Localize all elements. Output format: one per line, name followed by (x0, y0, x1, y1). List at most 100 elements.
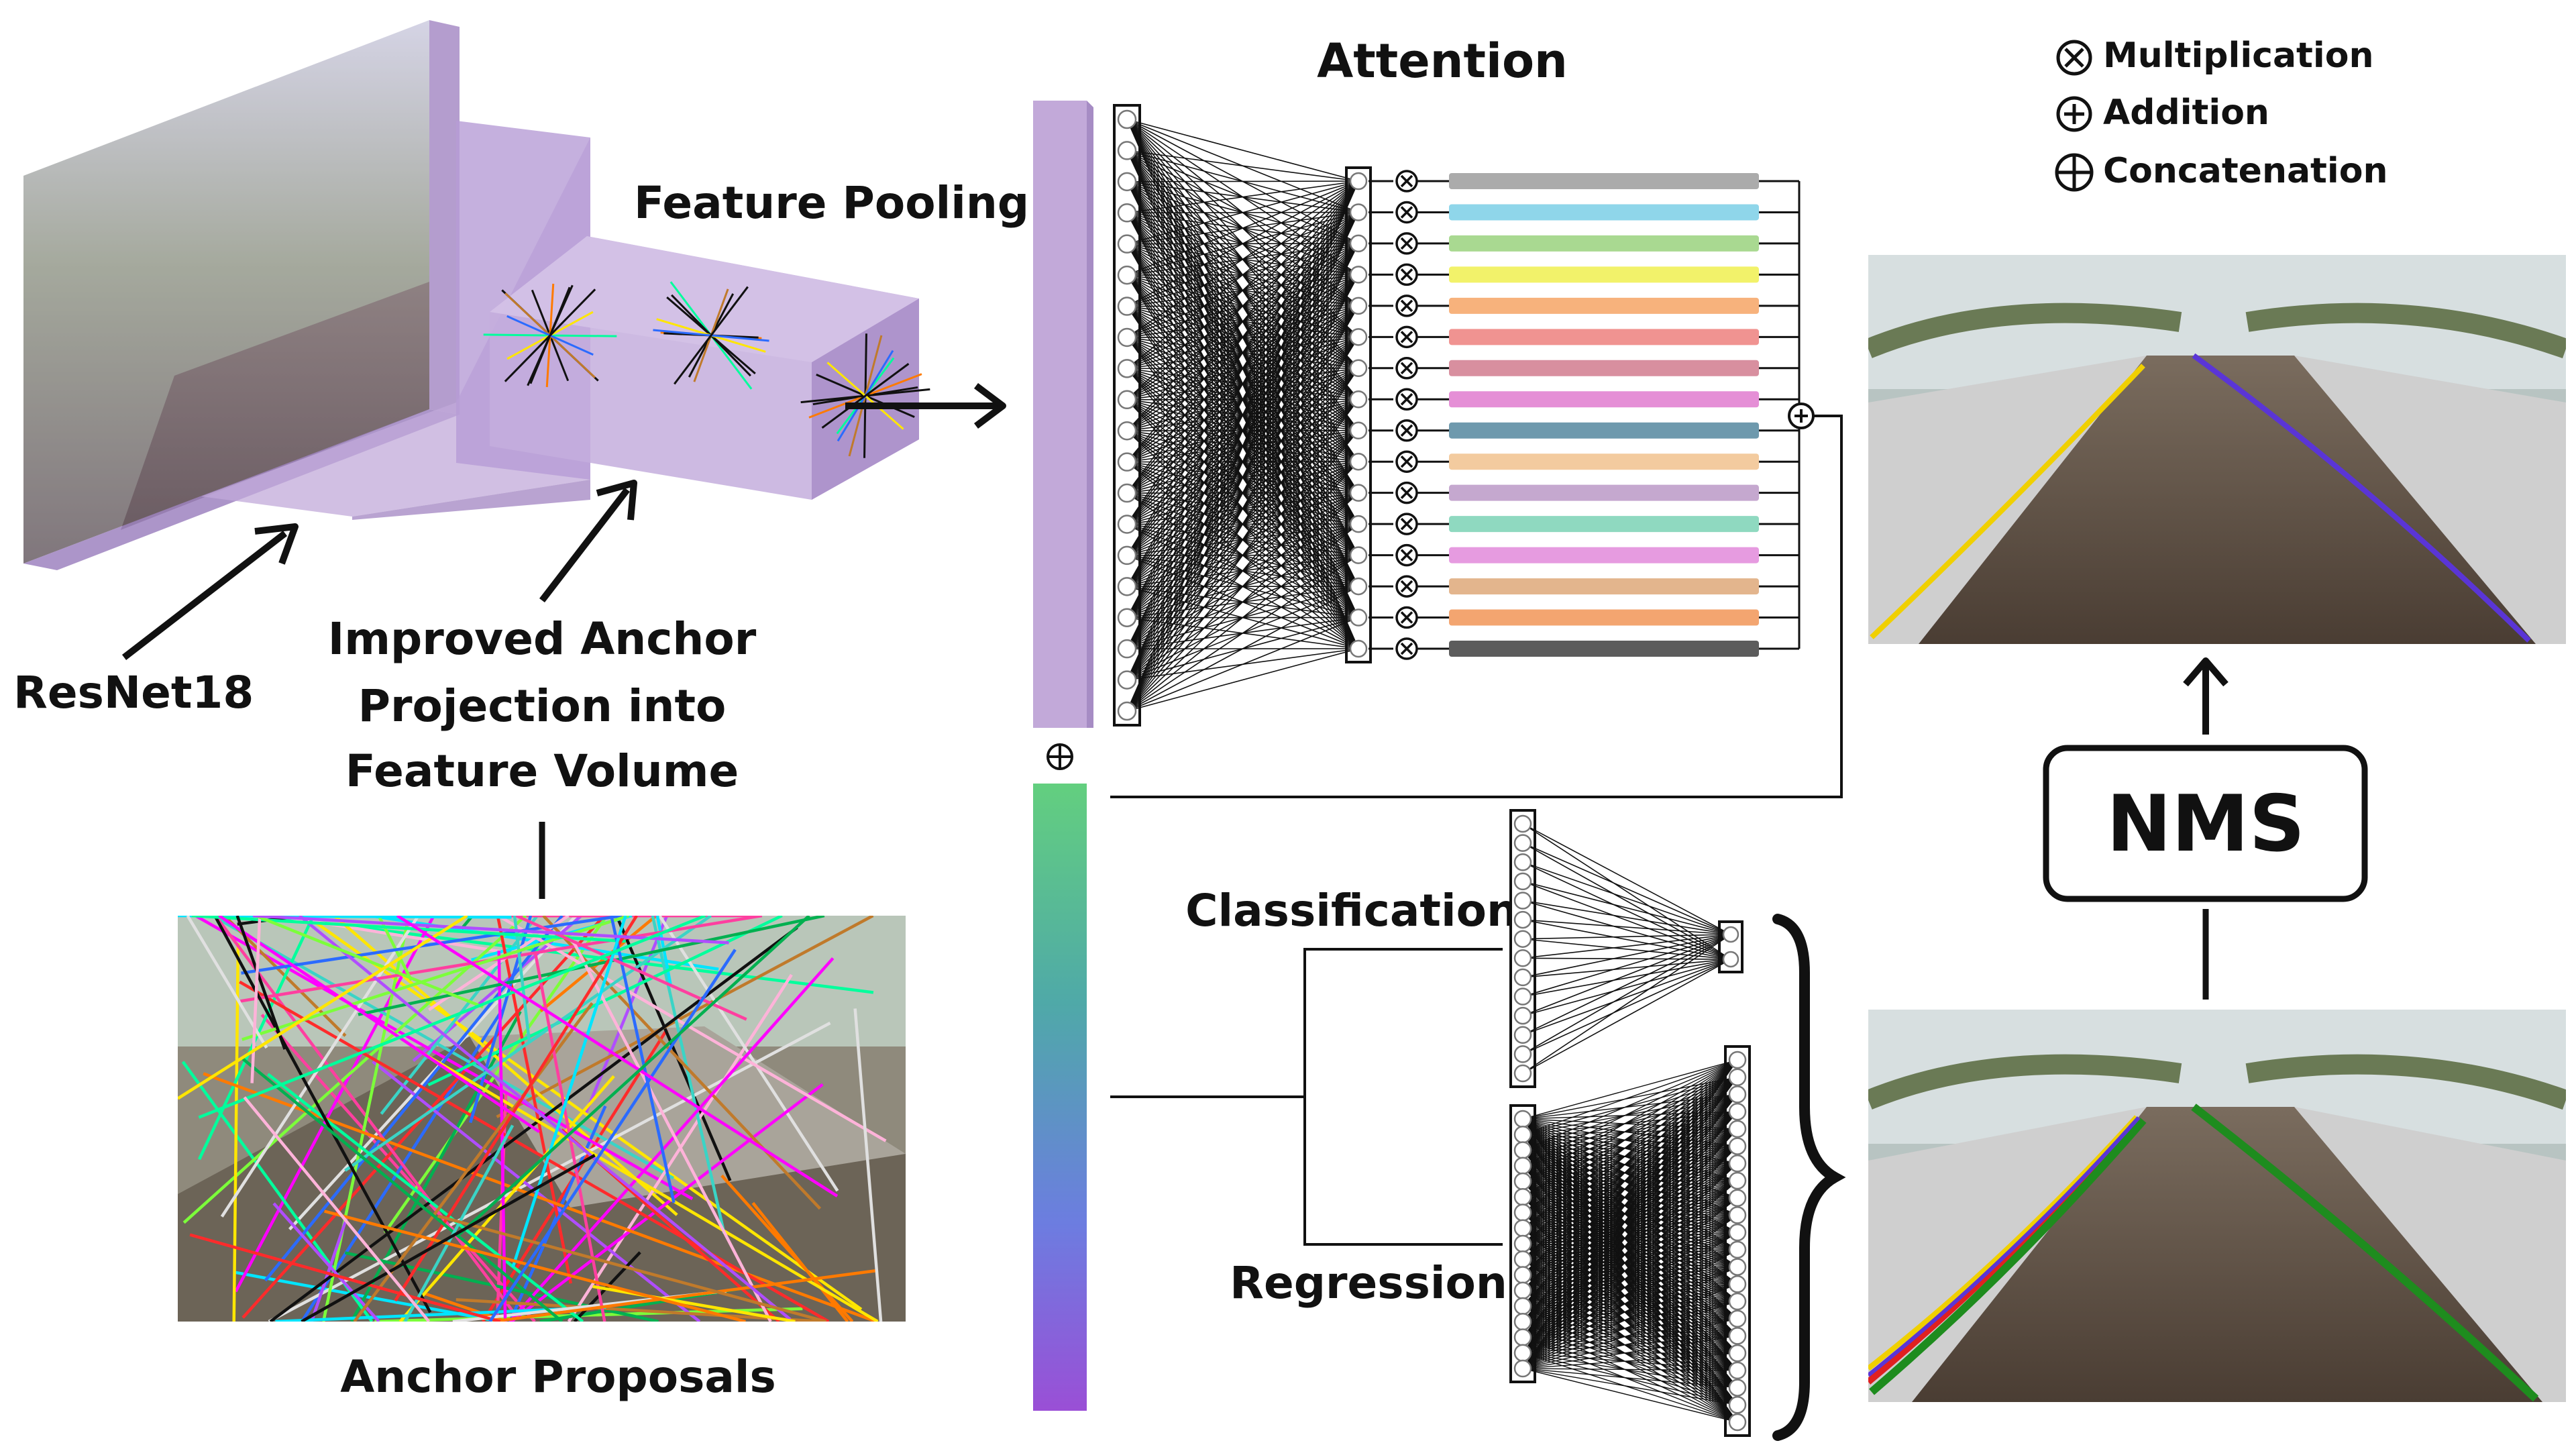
regression-output-node (1728, 1189, 1747, 1207)
anchor-line (615, 916, 732, 1181)
regression-input-node (1513, 1203, 1532, 1222)
connection (1522, 1059, 1738, 1369)
addition-icon (2056, 96, 2092, 132)
regression-input-node (1513, 1172, 1532, 1191)
anchor-line (250, 916, 262, 1083)
attention-weight-stripe (1449, 173, 1759, 189)
connection (1522, 959, 1731, 978)
connection (1522, 1077, 1738, 1307)
legend-addition-label: Addition (2103, 93, 2269, 133)
regression-input-node (1513, 1157, 1532, 1175)
connection (1522, 959, 1731, 1016)
connection (1126, 274, 1359, 712)
connection (1522, 1111, 1738, 1369)
legend-concatenation-label: Concatenation (2103, 151, 2387, 191)
connection (1522, 1128, 1738, 1276)
classification-input-node (1513, 987, 1532, 1006)
multiplication-stroke (1400, 299, 1413, 313)
attention-output-node (1349, 297, 1368, 315)
anchor-line (232, 943, 240, 1322)
connection (1522, 1077, 1738, 1182)
connection (1522, 1368, 1738, 1389)
connection (1522, 1163, 1738, 1354)
connection (1522, 1197, 1738, 1244)
anchor-projection-label-line3: Feature Volume (345, 745, 739, 797)
concatenated-feature-bar (1033, 784, 1087, 1411)
anchor-line (511, 916, 627, 1268)
connection (1522, 1111, 1738, 1338)
regression-output-node (1728, 1155, 1747, 1173)
connection (1126, 305, 1359, 712)
connection (1522, 1077, 1738, 1291)
connection (1522, 1111, 1738, 1214)
connection (1522, 1128, 1738, 1291)
anchor-line (437, 1214, 827, 1322)
candidate-lane-blue (1868, 1116, 2141, 1377)
anchor-line-set (178, 916, 887, 1322)
connection (1126, 368, 1359, 712)
connection (1126, 180, 1359, 400)
anchor-line (651, 916, 726, 1234)
connection (1522, 1283, 1738, 1369)
nms-box: NMS (2043, 745, 2368, 902)
connection (1522, 900, 1731, 960)
attention-output-connector (1110, 415, 1843, 798)
connection (1522, 1059, 1738, 1229)
attention-weight-stripe (1449, 547, 1759, 564)
attention-weight-stripe (1449, 391, 1759, 408)
anchor-line (398, 1075, 615, 1322)
anchor-line (234, 916, 435, 1293)
regression-input-node (1513, 1359, 1532, 1378)
connection (1522, 1197, 1738, 1354)
connection (1522, 1352, 1738, 1389)
attention-input-node (1117, 608, 1137, 627)
connection (1522, 1077, 1738, 1338)
connection (1522, 934, 1731, 998)
classification-input-node (1513, 814, 1532, 833)
connection (1126, 523, 1359, 712)
connection (1522, 1111, 1738, 1354)
connection (1522, 823, 1731, 960)
output-image (1868, 255, 2566, 644)
connection (1522, 1249, 1738, 1369)
connection (1126, 180, 1359, 431)
anchor-line (492, 1269, 877, 1322)
classification-input-node (1513, 968, 1532, 987)
attention-input-node (1117, 265, 1137, 285)
regression-output-node (1728, 1102, 1747, 1121)
classification-input-node (1513, 892, 1532, 910)
anchor-line (570, 936, 772, 1322)
attention-weight-stripe (1449, 484, 1759, 501)
regression-input-node (1513, 1250, 1532, 1269)
connection (1522, 1093, 1738, 1276)
regression-input-node (1513, 1297, 1532, 1316)
regression-output-node (1728, 1137, 1747, 1155)
connection (1126, 180, 1359, 276)
anchor-line (403, 1124, 515, 1322)
anchor-line (511, 1083, 824, 1322)
connection (1522, 1352, 1738, 1423)
anchor-line (508, 957, 835, 1322)
attention-input-node (1117, 234, 1137, 254)
multiplication-stroke (1400, 237, 1413, 250)
attention-output-node (1349, 515, 1368, 533)
connection (1522, 1059, 1738, 1275)
classification-input-node (1513, 949, 1532, 967)
regression-output-node (1728, 1206, 1747, 1224)
connection (1126, 180, 1359, 556)
connection (1522, 934, 1731, 1036)
anchor-line (198, 916, 706, 1119)
connection (1522, 1093, 1738, 1260)
connection (1522, 1180, 1738, 1291)
connection (1522, 1059, 1738, 1244)
connection (1522, 1146, 1738, 1354)
connection (1126, 180, 1359, 649)
connection (1522, 1059, 1738, 1135)
connection (1522, 1180, 1738, 1307)
regression-output-node (1728, 1309, 1747, 1328)
anchor-line (350, 1010, 522, 1322)
connection (1522, 1266, 1738, 1354)
connection (1522, 959, 1731, 1055)
connection (1522, 1146, 1738, 1322)
attention-network (1113, 104, 1372, 727)
